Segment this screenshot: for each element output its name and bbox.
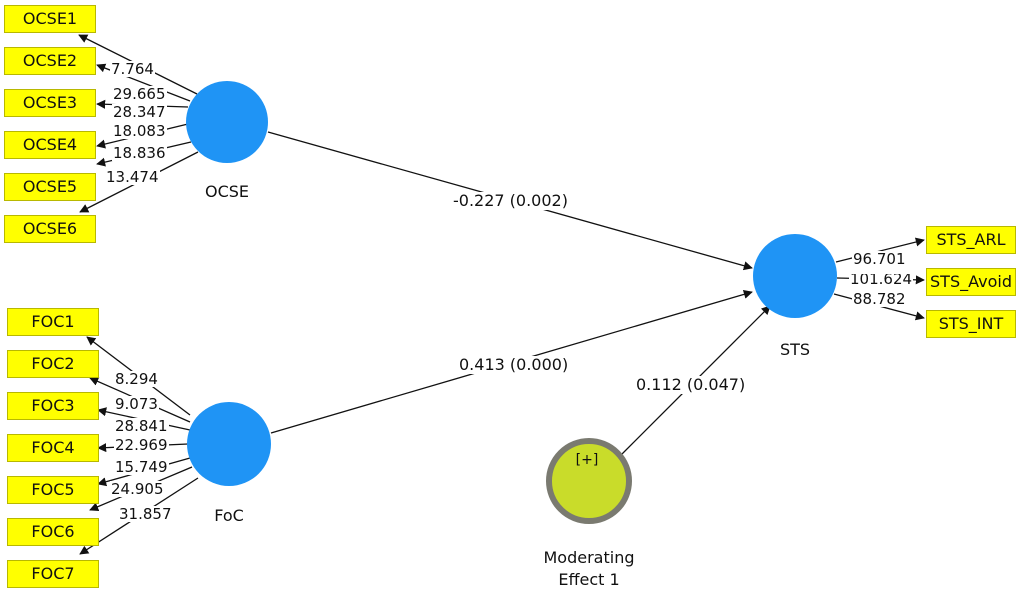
loading-ocse4: 18.083 xyxy=(112,122,167,140)
loading-foc7: 31.857 xyxy=(118,505,173,523)
indicator-sts-int[interactable]: STS_INT xyxy=(926,310,1016,338)
moderator-label-line2: Effect 1 xyxy=(558,570,620,589)
loading-ocse5: 18.836 xyxy=(112,144,167,162)
loading-sts-avoid: 101.624 xyxy=(849,270,914,288)
loading-foc2: 9.073 xyxy=(114,395,159,413)
indicator-foc3[interactable]: FOC3 xyxy=(7,392,99,420)
sts-construct-label: STS xyxy=(779,340,811,359)
loading-ocse2: 29.665 xyxy=(112,85,167,103)
ocse-construct-label: OCSE xyxy=(204,182,250,201)
indicator-ocse1[interactable]: OCSE1 xyxy=(4,5,96,33)
moderator-expand-marker[interactable]: [+] xyxy=(575,452,599,468)
indicator-sts-avoid[interactable]: STS_Avoid xyxy=(926,268,1016,296)
loading-sts-int: 88.782 xyxy=(852,290,907,308)
indicator-ocse6[interactable]: OCSE6 xyxy=(4,215,96,243)
loading-sts-arl: 96.701 xyxy=(852,250,907,268)
moderating-effect-construct[interactable] xyxy=(546,438,632,524)
indicator-ocse3[interactable]: OCSE3 xyxy=(4,89,96,117)
indicator-ocse5[interactable]: OCSE5 xyxy=(4,173,96,201)
ocse-construct[interactable] xyxy=(186,81,268,163)
indicator-ocse2[interactable]: OCSE2 xyxy=(4,47,96,75)
indicator-foc7[interactable]: FOC7 xyxy=(7,560,99,588)
indicator-foc5[interactable]: FOC5 xyxy=(7,476,99,504)
loading-foc4: 22.969 xyxy=(114,436,169,454)
path-coefficient-ocse-sts: -0.227 (0.002) xyxy=(451,191,570,210)
indicator-foc1[interactable]: FOC1 xyxy=(7,308,99,336)
loading-ocse1: 7.764 xyxy=(110,60,155,78)
loading-foc1: 8.294 xyxy=(114,370,159,388)
indicator-ocse4[interactable]: OCSE4 xyxy=(4,131,96,159)
indicator-foc2[interactable]: FOC2 xyxy=(7,350,99,378)
loading-ocse3: 28.347 xyxy=(112,103,167,121)
foc-construct-label: FoC xyxy=(214,506,244,525)
loading-foc6: 24.905 xyxy=(110,480,165,498)
indicator-foc6[interactable]: FOC6 xyxy=(7,518,99,546)
loading-foc3: 28.841 xyxy=(114,417,169,435)
moderator-label-line1: Moderating xyxy=(543,548,635,567)
indicator-sts-arl[interactable]: STS_ARL xyxy=(926,226,1016,254)
path-coefficient-foc-sts: 0.413 (0.000) xyxy=(457,355,571,374)
loading-ocse6: 13.474 xyxy=(105,168,160,186)
indicator-foc4[interactable]: FOC4 xyxy=(7,434,99,462)
path-coefficient-moderator-sts: 0.112 (0.047) xyxy=(634,375,748,394)
loading-foc5: 15.749 xyxy=(114,458,169,476)
sts-construct[interactable] xyxy=(753,234,837,318)
foc-construct[interactable] xyxy=(187,402,271,486)
